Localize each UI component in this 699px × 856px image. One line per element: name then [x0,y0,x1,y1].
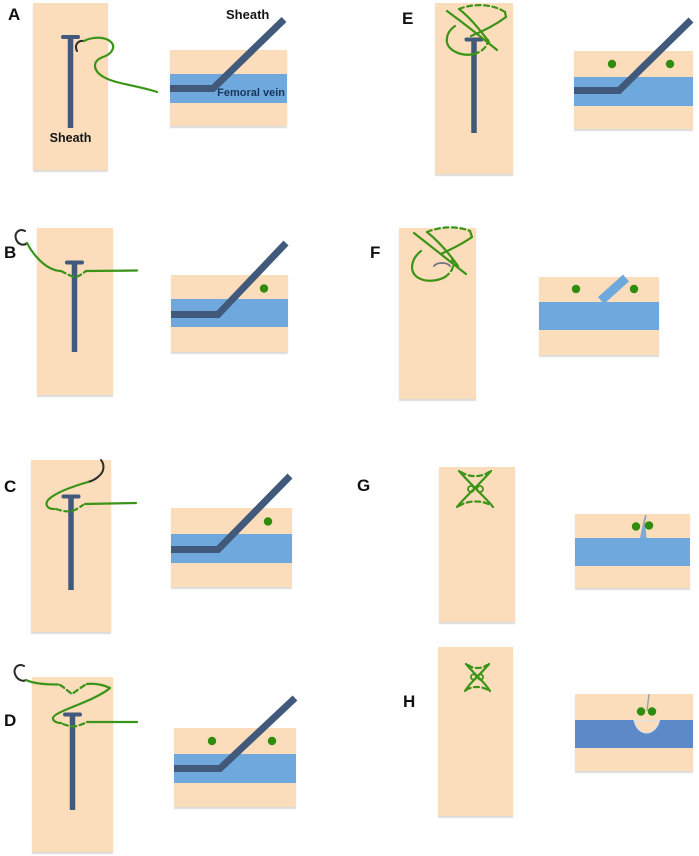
suture-needle-icon [14,229,28,246]
panel-b-femoral-vein-band [171,299,288,327]
sheath-skin-label: Sheath [49,131,92,145]
panel-c-skin-view [31,460,111,632]
femoral-vein-label: Femoral vein [217,87,285,99]
panel-letter-c: C [4,477,17,496]
panel-letter-e: E [402,9,414,28]
panel-letter-a: A [8,5,21,24]
panel-letter-g: G [357,476,371,495]
panel-g-cross-section [575,514,690,588]
panel-e-femoral-vein-band [574,77,693,106]
panel-b-skin-view [37,228,113,395]
sheath-cross-label: Sheath [226,7,270,22]
panel-h-cross-section [575,694,693,771]
panel-h-femoral-vein-band [575,720,693,748]
panel-g-femoral-vein-band [575,538,690,566]
panel-d-skin-view [32,677,113,852]
panel-h-skin-view [438,647,513,816]
panel-g-skin-view [439,467,515,622]
panel-letter-d: D [4,711,17,730]
panel-letter-f: F [370,243,381,262]
panel-f-skin-view [399,228,476,399]
suture-needle-icon [13,664,27,682]
panel-c-cross-section [171,508,292,587]
panel-f-cross-section [539,277,659,355]
panel-d-cross-section [174,728,296,807]
panel-letter-b: B [4,243,17,262]
panel-e-cross-section [574,51,693,129]
panel-e-skin-view [435,3,513,174]
panel-letter-h: H [403,692,416,711]
panel-f-femoral-vein-band [539,302,659,330]
panel-b-cross-section [171,275,288,352]
panel-c-femoral-vein-band [171,534,292,563]
panel-d-femoral-vein-band [174,754,296,783]
